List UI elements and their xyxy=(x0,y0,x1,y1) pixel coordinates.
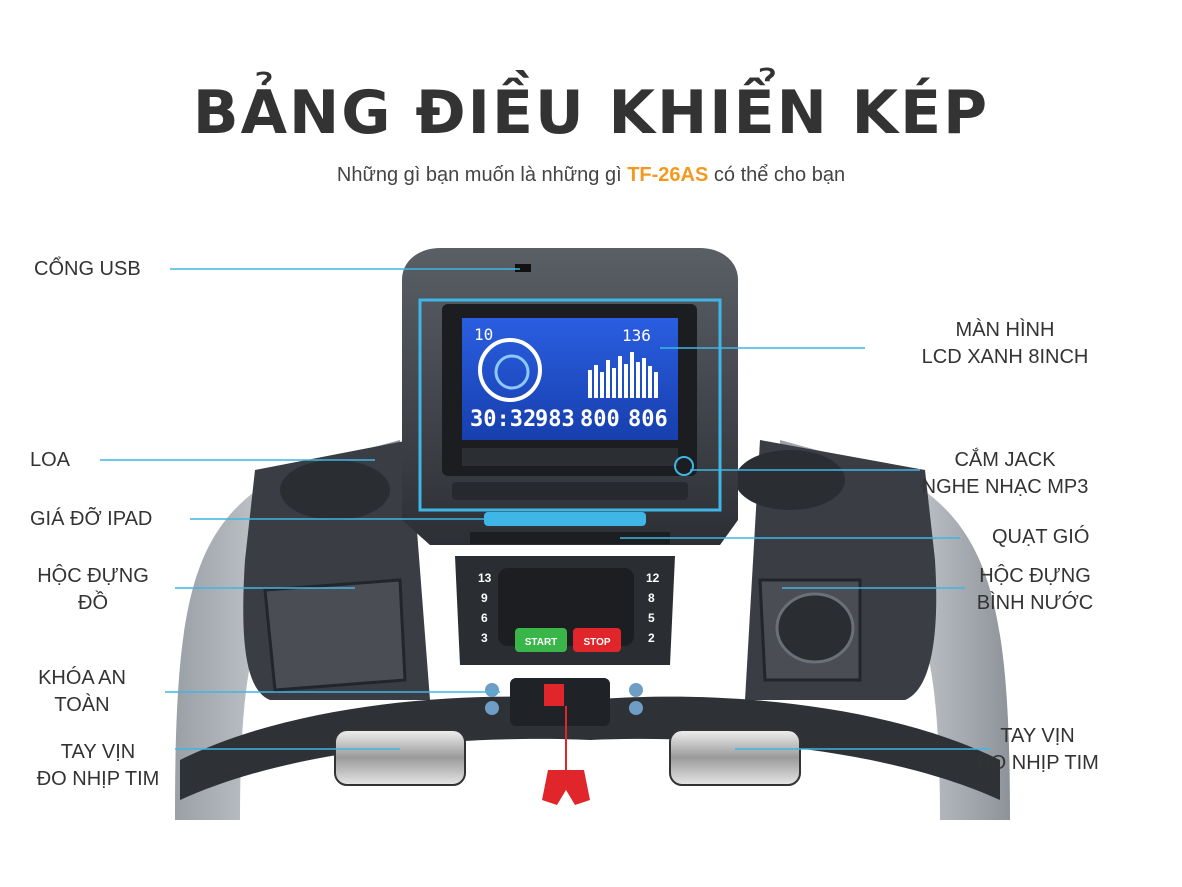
left-key-2[interactable]: 9 xyxy=(481,591,488,605)
lcd-incline-value: 10 xyxy=(474,325,493,344)
label-grip-left-line2: ĐO NHỊP TIM xyxy=(36,768,160,790)
right-pulse-grip xyxy=(669,729,801,786)
label-storage-line1: HỘC ĐỰNG xyxy=(37,565,149,587)
safety-key[interactable] xyxy=(544,684,564,706)
label-grip-left: TAY VỊN ĐO NHỊP TIM xyxy=(28,739,168,793)
label-safety-line2: TOÀN xyxy=(54,694,110,716)
callout-lines xyxy=(100,268,990,750)
label-ipad-holder: GIÁ ĐỠ IPAD xyxy=(30,508,153,530)
label-mp3-line2: NGHE NHẠC MP3 xyxy=(921,476,1089,498)
label-safety-key: KHÓA AN TOÀN xyxy=(28,665,136,719)
lcd-speedometer-inner xyxy=(494,354,530,390)
fan-grille xyxy=(470,532,670,544)
lcd-bar-graph xyxy=(588,352,658,398)
label-usb-port: CỔNG USB xyxy=(34,258,141,280)
model-name: TF-26AS xyxy=(627,164,709,186)
left-quick-button-1 xyxy=(485,683,499,697)
subtitle-prefix: Những gì bạn muốn là những gì xyxy=(336,164,628,186)
left-key-3[interactable]: 6 xyxy=(481,611,488,625)
left-key-1[interactable]: 13 xyxy=(478,571,492,585)
right-key-2[interactable]: 8 xyxy=(648,591,655,605)
right-key-1[interactable]: 12 xyxy=(646,571,660,585)
left-key-4[interactable]: 3 xyxy=(481,631,488,645)
keypad-inner xyxy=(498,568,634,646)
right-key-3[interactable]: 5 xyxy=(648,611,655,625)
label-grip-right-line2: ĐO NHỊP TIM xyxy=(976,752,1099,774)
safety-clip xyxy=(542,770,590,805)
label-storage-line2: ĐỒ xyxy=(78,592,108,614)
right-speaker-grille xyxy=(735,450,845,510)
lcd-distance-value: 983 xyxy=(535,407,575,432)
page-title: BẢNG ĐIỀU KHIỂN KÉP xyxy=(192,78,990,148)
label-speaker: LOA xyxy=(30,449,71,471)
label-grip-left-line1: TAY VỊN xyxy=(60,741,136,763)
lcd-speedometer-ring xyxy=(478,338,542,402)
label-lcd-line1: MÀN HÌNH xyxy=(955,319,1055,341)
subtitle-suffix: có thể cho bạn xyxy=(708,164,846,186)
label-mp3-line1: CẮM JACK xyxy=(954,449,1056,471)
mp3-jack xyxy=(674,456,694,476)
left-speaker-grille xyxy=(280,460,390,520)
left-pulse-grip xyxy=(334,729,466,786)
label-bottle-line1: HỘC ĐỰNG xyxy=(979,565,1091,587)
label-grip-right-line1: TAY VỊN xyxy=(1000,725,1075,747)
lcd-calorie-value: 806 xyxy=(628,407,668,432)
label-safety-line1: KHÓA AN xyxy=(38,667,126,689)
label-storage: HỘC ĐỰNG ĐỒ xyxy=(28,563,158,617)
page-subtitle: Những gì bạn muốn là những gì TF-26AS có… xyxy=(0,164,1182,187)
storage-tray xyxy=(263,578,407,692)
label-fan: QUẠT GIÓ xyxy=(992,526,1090,548)
label-grip-right: TAY VỊN ĐO NHỊP TIM xyxy=(965,723,1110,777)
console-blue-trim xyxy=(418,298,722,512)
lcd-caption-strip xyxy=(462,448,678,466)
ipad-holder xyxy=(484,512,646,526)
start-button[interactable] xyxy=(515,628,567,652)
handlebar-crossbar xyxy=(180,696,1000,800)
label-bottle-line2: BÌNH NƯỚC xyxy=(976,592,1094,614)
program-button-strip xyxy=(452,482,688,500)
bottle-cup xyxy=(775,592,855,664)
stop-button[interactable] xyxy=(573,628,621,652)
lcd-time-value: 30:32 xyxy=(470,407,536,432)
usb-port xyxy=(515,264,531,272)
label-mp3-jack: CẮM JACK NGHE NHẠC MP3 xyxy=(905,447,1105,501)
stop-button-label: STOP xyxy=(583,637,610,648)
lcd-speed-value: 800 xyxy=(580,407,620,432)
right-key-4[interactable]: 2 xyxy=(648,631,655,645)
label-lcd: MÀN HÌNH LCD XANH 8INCH xyxy=(905,317,1105,371)
label-lcd-line2: LCD XANH 8INCH xyxy=(921,346,1089,368)
start-button-label: START xyxy=(525,637,558,648)
lcd-pulse-value: 136 xyxy=(622,326,651,345)
left-quick-button-2 xyxy=(485,701,499,715)
label-bottle-holder: HỘC ĐỰNG BÌNH NƯỚC xyxy=(965,563,1105,617)
right-quick-button-1 xyxy=(629,683,643,697)
right-quick-button-2 xyxy=(629,701,643,715)
